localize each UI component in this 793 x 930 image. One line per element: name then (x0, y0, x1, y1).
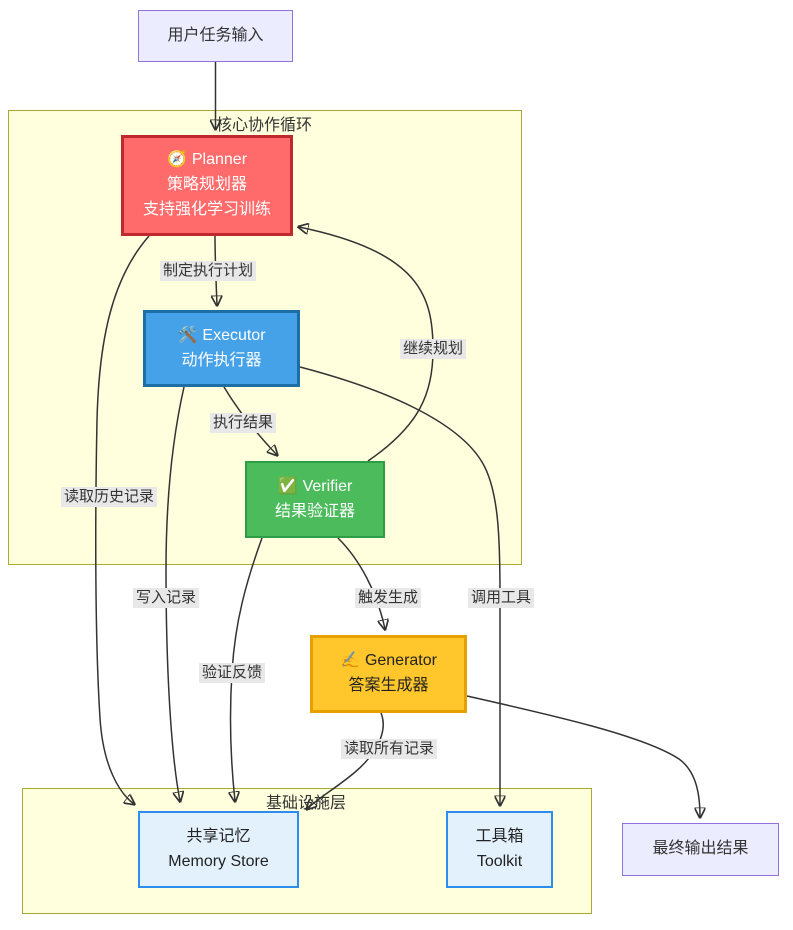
final-output-label: 最终输出结果 (652, 840, 749, 858)
node-user-task-input: 用户任务输入 (138, 10, 293, 62)
edge-label-trigger-generate: 触发生成 (354, 588, 422, 608)
verifier-title: Verifier (302, 477, 353, 495)
edge-label-plan: 制定执行计划 (159, 261, 257, 281)
memory-store-label-en: Memory Store (168, 852, 269, 870)
node-executor: 🛠️Executor 动作执行器 (143, 310, 300, 387)
hammer-wrench-icon: 🛠️ (177, 326, 198, 344)
edge-label-exec-result: 执行结果 (209, 413, 277, 433)
node-final-output: 最终输出结果 (622, 823, 779, 876)
user-task-input-label: 用户任务输入 (167, 26, 264, 44)
cluster-core-loop-title: 核心协作循环 (215, 117, 313, 134)
check-mark-icon: ✅ (277, 477, 298, 495)
edge-label-continue-planning: 继续规划 (399, 339, 467, 359)
executor-title: Executor (202, 326, 266, 344)
verifier-subtitle: 结果验证器 (274, 502, 355, 520)
node-verifier: ✅Verifier 结果验证器 (245, 461, 385, 538)
planner-subtitle: 策略规划器 (166, 176, 247, 194)
compass-icon: 🧭 (166, 151, 187, 169)
executor-subtitle: 动作执行器 (181, 351, 262, 369)
writing-hand-icon: ✍️ (340, 652, 360, 670)
node-generator: ✍️Generator 答案生成器 (310, 635, 467, 713)
edge-label-call-tools: 调用工具 (467, 588, 535, 608)
generator-title: Generator (364, 652, 437, 670)
node-memory-store: 共享记忆 Memory Store (138, 811, 299, 888)
node-planner: 🧭Planner 策略规划器 支持强化学习训练 (121, 135, 293, 236)
planner-note: 支持强化学习训练 (142, 200, 271, 218)
node-toolkit: 工具箱 Toolkit (446, 811, 553, 888)
toolkit-label-en: Toolkit (476, 852, 523, 870)
planner-title: Planner (191, 151, 248, 169)
edge-label-verify-feedback: 验证反馈 (198, 663, 266, 683)
cluster-infrastructure-title: 基础设施层 (265, 795, 347, 812)
edge-label-write-record: 写入记录 (132, 588, 200, 608)
edge-label-read-history: 读取历史记录 (60, 487, 158, 507)
generator-subtitle: 答案生成器 (348, 677, 429, 694)
memory-store-label-zh: 共享记忆 (186, 827, 251, 845)
toolkit-label-zh: 工具箱 (475, 827, 524, 845)
edge-label-read-all-records: 读取所有记录 (340, 739, 438, 759)
